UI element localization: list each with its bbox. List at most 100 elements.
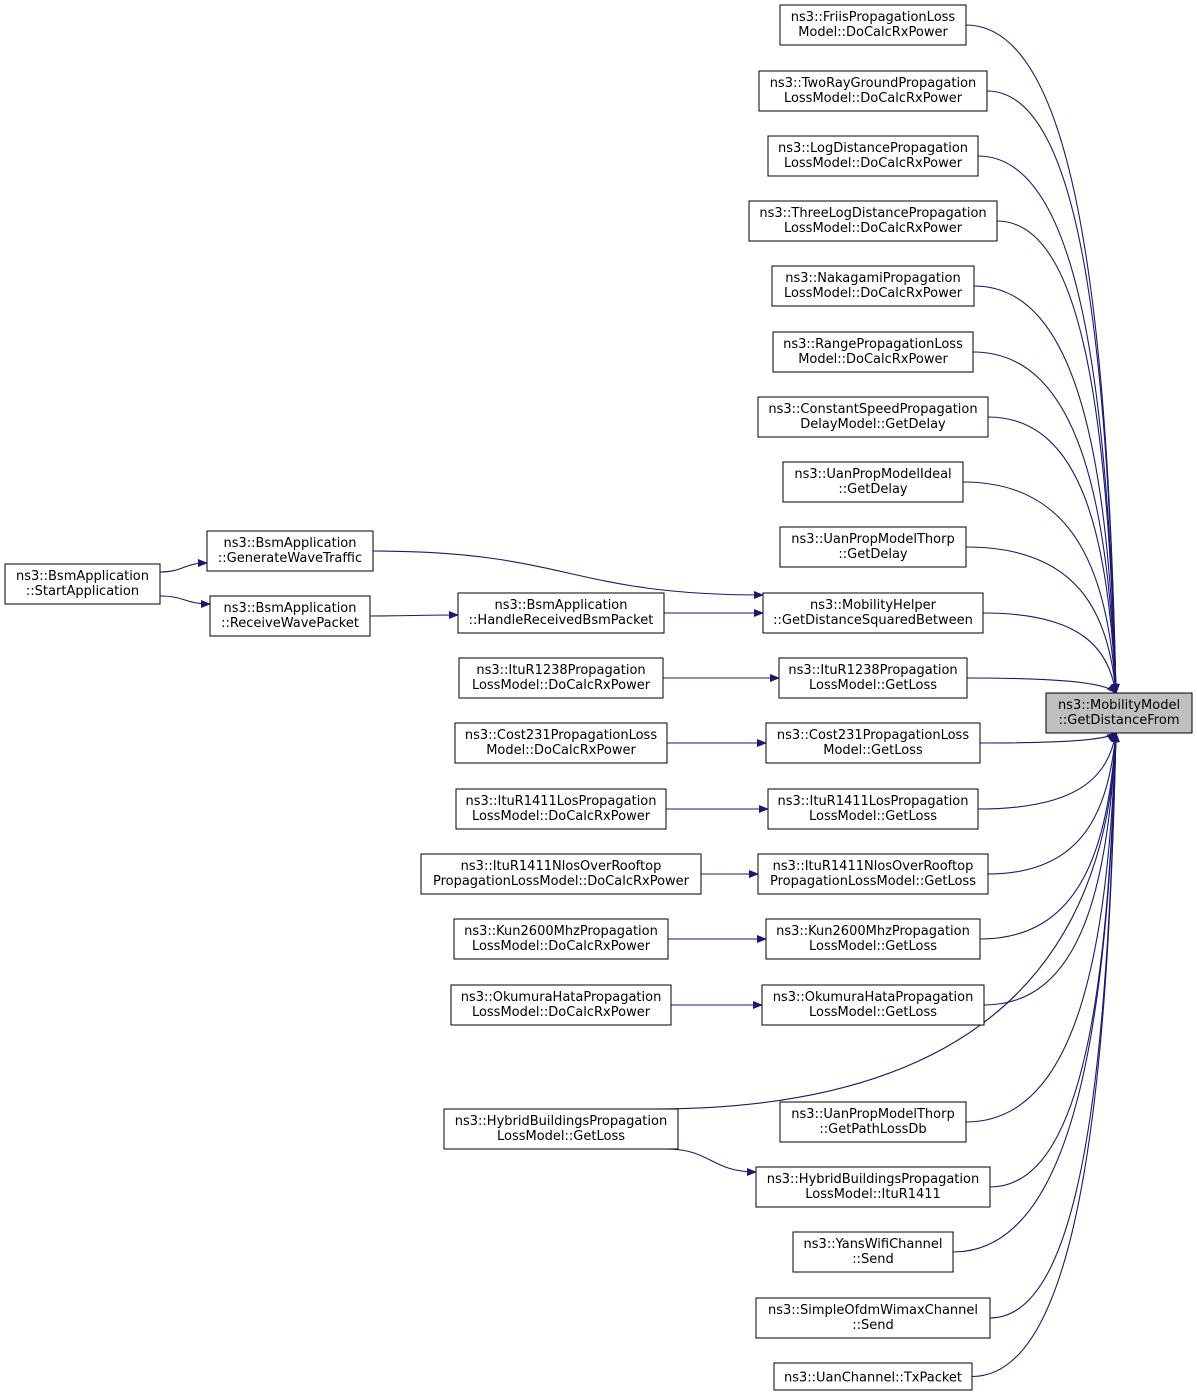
graph-node-cost231calc[interactable]: ns3::Cost231PropagationLossModel::DoCalc… xyxy=(454,722,668,764)
graph-node-recvwave[interactable]: ns3::BsmApplication::ReceiveWavePacket xyxy=(209,595,371,637)
node-box xyxy=(771,265,975,307)
edges-layer xyxy=(159,24,1120,1378)
node-label-line: ns3::OkumuraHataPropagation xyxy=(461,990,662,1005)
node-label-line: ::StartApplication xyxy=(26,584,139,599)
node-label-line: ns3::BsmApplication xyxy=(494,598,627,613)
node-label-line: ns3::ItuR1411NlosOverRooftop xyxy=(773,859,974,874)
graph-node-friis[interactable]: ns3::FriisPropagationLossModel::DoCalcRx… xyxy=(779,4,967,46)
node-box xyxy=(762,592,984,634)
node-box xyxy=(748,200,998,242)
node-label-line: ns3::ItuR1238Propagation xyxy=(476,663,645,678)
edge-hybridget-to-target xyxy=(654,732,1120,1110)
graph-node-cost231get[interactable]: ns3::Cost231PropagationLossModel::GetLos… xyxy=(765,722,981,764)
node-label-line: ns3::ItuR1411LosPropagation xyxy=(465,794,656,809)
node-label-line: ns3::ItuR1411LosPropagation xyxy=(777,794,968,809)
node-label-line: ns3::RangePropagationLoss xyxy=(783,337,963,352)
graph-node-range[interactable]: ns3::RangePropagationLossModel::DoCalcRx… xyxy=(772,331,974,373)
edge-simpleofdm-to-target xyxy=(989,732,1120,1319)
edge-itu1411nlosget-to-target xyxy=(987,732,1120,875)
node-label-line: ns3::TwoRayGroundPropagation xyxy=(770,76,977,91)
edge-uanchannel-to-target xyxy=(971,732,1120,1378)
node-box xyxy=(765,722,981,764)
graph-node-hybridget[interactable]: ns3::HybridBuildingsPropagationLossModel… xyxy=(443,1108,679,1150)
node-label-line: ns3::HybridBuildingsPropagation xyxy=(455,1114,667,1129)
graph-node-uanthorp[interactable]: ns3::UanPropModelThorp::GetDelay xyxy=(779,526,967,568)
node-label-line: ns3::MobilityHelper xyxy=(810,598,937,613)
graph-node-itu1238calc[interactable]: ns3::ItuR1238PropagationLossModel::DoCal… xyxy=(458,657,664,699)
edge-hybriditu-to-target xyxy=(989,732,1120,1188)
edge-constspeed-to-target xyxy=(987,416,1120,694)
graph-node-itu1411nlosget[interactable]: ns3::ItuR1411NlosOverRooftopPropagationL… xyxy=(757,853,989,895)
node-label-line: LossModel::DoCalcRxPower xyxy=(472,678,651,693)
node-box xyxy=(761,984,985,1026)
graph-node-constspeed[interactable]: ns3::ConstantSpeedPropagationDelayModel:… xyxy=(757,396,989,438)
graph-node-mobhelper[interactable]: ns3::MobilityHelper::GetDistanceSquaredB… xyxy=(762,592,984,634)
node-label-line: PropagationLossModel::DoCalcRxPower xyxy=(433,874,690,889)
node-label-line: LossModel::GetLoss xyxy=(497,1129,625,1144)
node-box xyxy=(1045,692,1193,734)
node-label-line: ns3::UanPropModelIdeal xyxy=(794,467,951,482)
node-label-line: ns3::BsmApplication xyxy=(16,569,149,584)
node-box xyxy=(758,70,988,112)
node-label-line: ns3::BsmApplication xyxy=(223,536,356,551)
graph-node-itu1411nloscalc[interactable]: ns3::ItuR1411NlosOverRooftopPropagationL… xyxy=(420,853,702,895)
node-label-line: ns3::Kun2600MhzPropagation xyxy=(464,924,658,939)
node-label-line: ::GetPathLossDb xyxy=(819,1122,926,1137)
graph-node-itu1411losget[interactable]: ns3::ItuR1411LosPropagationLossModel::Ge… xyxy=(767,788,979,830)
graph-node-target[interactable]: ns3::MobilityModel::GetDistanceFrom xyxy=(1045,692,1193,734)
graph-node-startapp[interactable]: ns3::BsmApplication::StartApplication xyxy=(4,563,161,605)
node-box xyxy=(779,4,967,46)
node-label-line: ns3::ThreeLogDistancePropagation xyxy=(759,206,986,221)
graph-node-handlebsm[interactable]: ns3::BsmApplication::HandleReceivedBsmPa… xyxy=(457,592,665,634)
node-box xyxy=(767,788,979,830)
graph-node-itu1411loscalc[interactable]: ns3::ItuR1411LosPropagationLossModel::Do… xyxy=(455,788,667,830)
edge-hybridget-to-hybriditu xyxy=(666,1148,757,1176)
node-label-line: LossModel::DoCalcRxPower xyxy=(472,1005,651,1020)
node-label-line: Model::DoCalcRxPower xyxy=(798,25,948,40)
edge-recvwave-to-handlebsm xyxy=(369,611,459,620)
edge-nakagami-to-target xyxy=(973,285,1120,694)
node-box xyxy=(773,1362,973,1391)
node-box xyxy=(778,657,968,699)
node-label-line: LossModel::DoCalcRxPower xyxy=(784,156,963,171)
graph-node-tworay[interactable]: ns3::TwoRayGroundPropagationLossModel::D… xyxy=(758,70,988,112)
node-label-line: ns3::ItuR1411NlosOverRooftop xyxy=(461,859,662,874)
graph-node-okuget[interactable]: ns3::OkumuraHataPropagationLossModel::Ge… xyxy=(761,984,985,1026)
graph-node-uanideal[interactable]: ns3::UanPropModelIdeal::GetDelay xyxy=(782,461,964,503)
node-label-line: ::GetDistanceSquaredBetween xyxy=(773,613,973,628)
graph-node-threelog[interactable]: ns3::ThreeLogDistancePropagationLossMode… xyxy=(748,200,998,242)
node-label-line: ns3::SimpleOfdmWimaxChannel xyxy=(768,1303,978,1318)
graph-node-okucalc[interactable]: ns3::OkumuraHataPropagationLossModel::Do… xyxy=(450,984,672,1026)
graph-node-hybriditu[interactable]: ns3::HybridBuildingsPropagationLossModel… xyxy=(755,1166,991,1208)
node-label-line: PropagationLossModel::GetLoss xyxy=(770,874,976,889)
node-label-line: ::ReceiveWavePacket xyxy=(221,616,359,631)
graph-node-logdist[interactable]: ns3::LogDistancePropagationLossModel::Do… xyxy=(767,135,979,177)
node-label-line: ns3::NakagamiPropagation xyxy=(785,271,960,286)
graph-node-genwave[interactable]: ns3::BsmApplication::GenerateWaveTraffic xyxy=(206,530,374,572)
graph-node-uanchannel[interactable]: ns3::UanChannel::TxPacket xyxy=(773,1362,973,1391)
graph-node-itu1238get[interactable]: ns3::ItuR1238PropagationLossModel::GetLo… xyxy=(778,657,968,699)
node-label-line: ns3::OkumuraHataPropagation xyxy=(773,990,974,1005)
edge-tworay-to-target xyxy=(986,90,1120,694)
node-label-line: ns3::HybridBuildingsPropagation xyxy=(767,1172,979,1187)
node-box xyxy=(792,1231,954,1273)
graph-node-kunget[interactable]: ns3::Kun2600MhzPropagationLossModel::Get… xyxy=(765,918,981,960)
graph-node-yans[interactable]: ns3::YansWifiChannel::Send xyxy=(792,1231,954,1273)
node-label-line: ns3::YansWifiChannel xyxy=(804,1237,943,1252)
graph-node-uanpathloss[interactable]: ns3::UanPropModelThorp::GetPathLossDb xyxy=(779,1101,967,1143)
graph-node-kuncalc[interactable]: ns3::Kun2600MhzPropagationLossModel::DoC… xyxy=(453,918,669,960)
edge-cost231get-to-target xyxy=(979,732,1117,744)
edge-range-to-target xyxy=(972,351,1120,694)
node-label-line: ::Send xyxy=(852,1252,894,1267)
graph-node-simpleofdm[interactable]: ns3::SimpleOfdmWimaxChannel::Send xyxy=(755,1297,991,1339)
graph-node-nakagami[interactable]: ns3::NakagamiPropagationLossModel::DoCal… xyxy=(771,265,975,307)
node-label-line: LossModel::DoCalcRxPower xyxy=(784,221,963,236)
node-label-line: LossModel::DoCalcRxPower xyxy=(472,809,651,824)
node-label-line: LossModel::ItuR1411 xyxy=(805,1187,941,1202)
node-box xyxy=(755,1166,991,1208)
node-label-line: LossModel::GetLoss xyxy=(809,678,937,693)
node-box xyxy=(765,918,981,960)
edge-mobhelper-to-target xyxy=(982,612,1119,694)
node-label-line: ns3::Kun2600MhzPropagation xyxy=(776,924,970,939)
